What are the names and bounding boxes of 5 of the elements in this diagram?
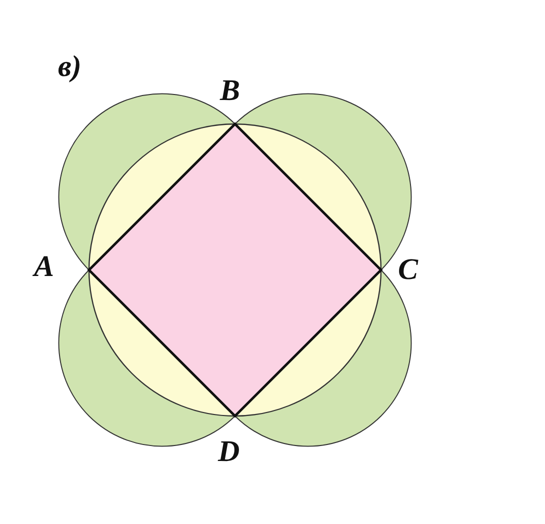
vertex-label: D: [218, 437, 240, 467]
figure-label: в): [58, 52, 82, 82]
vertex-label: A: [34, 252, 54, 282]
vertex-label: C: [398, 255, 418, 285]
vertex-label: B: [220, 76, 240, 106]
